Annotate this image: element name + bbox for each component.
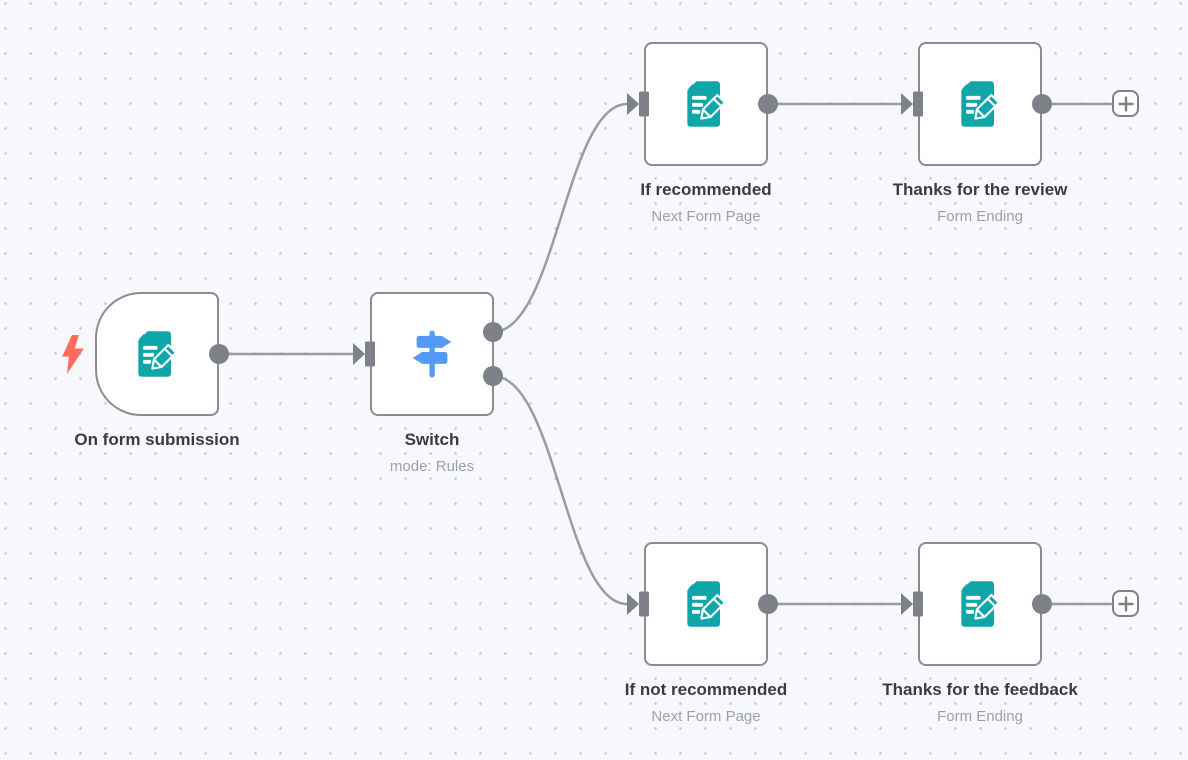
node-title: Thanks for the review	[892, 180, 1068, 199]
form-pencil-icon	[136, 329, 177, 377]
input-connector[interactable]	[353, 341, 375, 367]
node-label-switch: Switch mode: Rules	[272, 428, 592, 476]
node-subtitle: Form Ending	[937, 708, 1023, 725]
output-connector[interactable]	[483, 366, 503, 386]
plus-icon	[1117, 595, 1134, 612]
node-label-if-not-recommended: If not recommended Next Form Page	[546, 678, 866, 726]
node-label-thanks-for-the-review: Thanks for the review Form Ending	[820, 178, 1140, 226]
plus-icon	[1117, 95, 1134, 112]
form-pencil-icon	[685, 79, 726, 127]
add-node-button[interactable]	[1112, 90, 1139, 117]
edge-switch-to-if-recommended[interactable]	[492, 102, 628, 334]
output-connector[interactable]	[758, 94, 778, 114]
input-connector[interactable]	[627, 91, 649, 117]
node-thanks-for-the-feedback[interactable]	[918, 542, 1042, 666]
form-pencil-icon	[959, 579, 1000, 627]
node-subtitle: Form Ending	[937, 208, 1023, 225]
node-if-recommended[interactable]	[644, 42, 768, 166]
add-node-button[interactable]	[1112, 590, 1139, 617]
node-title: Switch	[404, 430, 460, 449]
node-label-if-recommended: If recommended Next Form Page	[546, 178, 866, 226]
output-connector[interactable]	[1032, 594, 1052, 614]
node-subtitle: Next Form Page	[651, 208, 761, 225]
output-connector[interactable]	[209, 344, 229, 364]
form-pencil-icon	[685, 579, 726, 627]
node-subtitle: mode: Rules	[389, 458, 475, 475]
node-title: If not recommended	[624, 680, 788, 699]
form-pencil-icon	[959, 79, 1000, 127]
output-connector[interactable]	[1032, 94, 1052, 114]
node-title: If recommended	[640, 180, 772, 199]
edge-switch-to-if-not-recommended[interactable]	[492, 374, 628, 606]
node-title: Thanks for the feedback	[882, 680, 1078, 699]
node-subtitle: Next Form Page	[651, 708, 761, 725]
input-connector[interactable]	[627, 591, 649, 617]
node-on-form-submission[interactable]	[95, 292, 219, 416]
output-connector[interactable]	[758, 594, 778, 614]
node-label-thanks-for-the-feedback: Thanks for the feedback Form Ending	[820, 678, 1140, 726]
node-title: On form submission	[74, 430, 240, 449]
node-if-not-recommended[interactable]	[644, 542, 768, 666]
output-connector[interactable]	[483, 322, 503, 342]
input-connector[interactable]	[901, 91, 923, 117]
lightning-bolt-icon	[62, 335, 84, 374]
signpost-icon	[412, 330, 452, 378]
node-label-on-form-submission: On form submission	[0, 428, 317, 452]
input-connector[interactable]	[901, 591, 923, 617]
node-switch[interactable]	[370, 292, 494, 416]
